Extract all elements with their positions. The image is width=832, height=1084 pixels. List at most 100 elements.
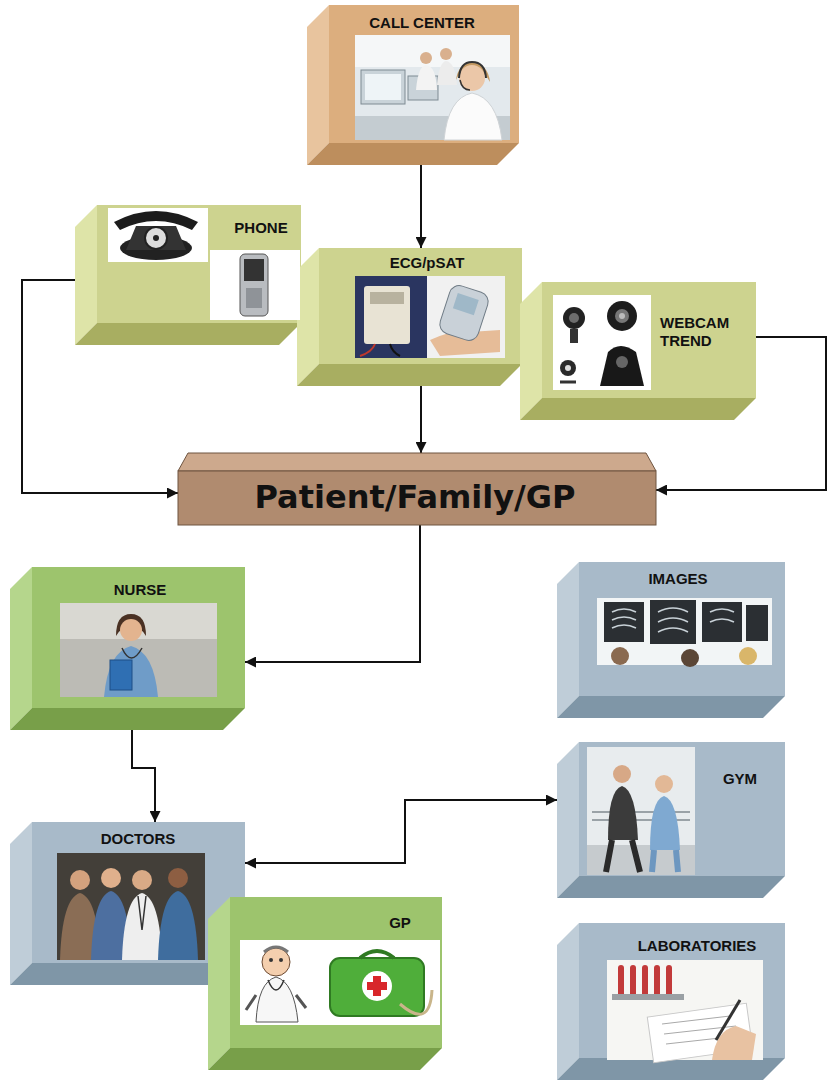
- xray-photo: [746, 605, 768, 641]
- box-label: CALL CENTER: [329, 14, 515, 32]
- xray-photo: [739, 647, 757, 665]
- hub-label: Patient/Family/GP: [178, 477, 652, 517]
- call-center-photo: [456, 62, 490, 82]
- nurse-photo: [120, 619, 142, 641]
- box-bottom: [297, 364, 522, 386]
- phone-photo: [145, 227, 167, 249]
- box-side: [557, 923, 579, 1080]
- gp-cartoon: [246, 995, 306, 1010]
- xray-photo: [612, 609, 636, 628]
- gp-cartoon: [373, 976, 381, 996]
- laboratory-photo: [642, 965, 648, 997]
- box-face: [579, 923, 785, 1058]
- gym-photo: [587, 747, 695, 875]
- webcam-photo: [563, 307, 585, 329]
- nurse-photo: [60, 603, 217, 697]
- call-center-photo: [355, 35, 510, 140]
- box-side: [10, 567, 32, 730]
- box-label: DOCTORS: [68, 830, 208, 848]
- connector-arrow: [132, 730, 155, 822]
- phone-photo: [240, 254, 268, 316]
- gp-cartoon: [279, 958, 283, 962]
- call-center-photo: [416, 65, 437, 90]
- doctors-photo: [138, 896, 146, 930]
- xray-photo: [710, 609, 734, 622]
- gp-cartoon: [367, 982, 387, 990]
- laboratory-photo: [618, 965, 624, 997]
- connector-arrow: [420, 386, 422, 453]
- box-face: [32, 567, 245, 708]
- webcam-photo: [616, 356, 628, 368]
- nurse-photo: [104, 646, 158, 697]
- nurse-photo: [110, 660, 132, 690]
- gym-photo: [652, 850, 678, 872]
- call-center-photo: [355, 116, 510, 140]
- ecg-oximeter-photo: [427, 276, 505, 358]
- webcam-photo: [569, 313, 579, 323]
- phone-photo: [108, 208, 208, 262]
- box-face: [329, 5, 519, 143]
- gp-cartoon: [400, 990, 432, 1014]
- doctors-photo: [91, 891, 131, 960]
- doctors-photo: [101, 868, 121, 888]
- box-label: IMAGES: [628, 570, 728, 588]
- phone-photo: [210, 250, 300, 320]
- phone-photo: [108, 208, 300, 320]
- process-box: LABORATORIES: [557, 923, 785, 1080]
- webcam-photo: [607, 301, 637, 331]
- box-side: [557, 562, 579, 718]
- xray-photo: [611, 647, 629, 665]
- process-box: NURSE: [10, 567, 245, 730]
- nurse-photo: [60, 603, 217, 697]
- box-face: [579, 742, 785, 876]
- box-label: NURSE: [90, 581, 190, 599]
- nurse-photo: [122, 648, 142, 658]
- ecg-oximeter-photo: [355, 276, 427, 358]
- phone-photo: [126, 226, 186, 250]
- process-box: PHONE: [75, 205, 301, 345]
- laboratory-photo: [666, 965, 672, 997]
- bar-face: [178, 471, 656, 525]
- box-bottom: [307, 143, 519, 165]
- webcam-photo: [565, 365, 571, 371]
- call-center-photo: [355, 35, 510, 140]
- process-box: IMAGES: [557, 562, 785, 718]
- phone-photo: [120, 236, 192, 260]
- ecg-oximeter-photo: [355, 276, 505, 358]
- doctors-photo: [60, 893, 100, 960]
- xray-photo: [650, 600, 696, 644]
- gym-photo: [587, 747, 695, 875]
- ecg-oximeter-photo: [437, 283, 490, 343]
- webcam-photo: [553, 295, 651, 390]
- box-side: [557, 742, 579, 898]
- gp-cartoon: [360, 951, 394, 958]
- call-center-photo: [408, 76, 438, 100]
- box-label: GP: [370, 914, 430, 932]
- call-center-photo: [440, 48, 452, 60]
- ecg-oximeter-photo: [370, 292, 404, 304]
- box-side: [208, 897, 230, 1070]
- call-center-photo: [437, 61, 457, 85]
- call-center-photo: [460, 80, 470, 90]
- box-bottom: [75, 323, 301, 345]
- box-face: [579, 562, 785, 696]
- laboratory-photo: [607, 960, 763, 1063]
- box-bottom: [557, 876, 785, 898]
- gp-cartoon: [264, 947, 288, 952]
- hub-bar: Patient/Family/GP: [178, 453, 656, 525]
- webcam-photo: [619, 313, 625, 319]
- laboratory-photo: [662, 1016, 736, 1044]
- laboratory-photo: [612, 994, 684, 1000]
- laboratory-photo: [712, 1026, 756, 1060]
- ecg-oximeter-photo: [360, 344, 375, 356]
- process-box: WEBCAM TREND: [520, 282, 756, 420]
- call-center-photo: [420, 52, 432, 64]
- nurse-photo: [60, 603, 217, 639]
- ecg-oximeter-photo: [364, 286, 410, 344]
- phone-photo: [246, 288, 262, 308]
- xray-photo: [597, 598, 772, 667]
- laboratory-photo: [630, 965, 636, 997]
- doctors-photo: [57, 853, 205, 960]
- box-side: [297, 248, 319, 386]
